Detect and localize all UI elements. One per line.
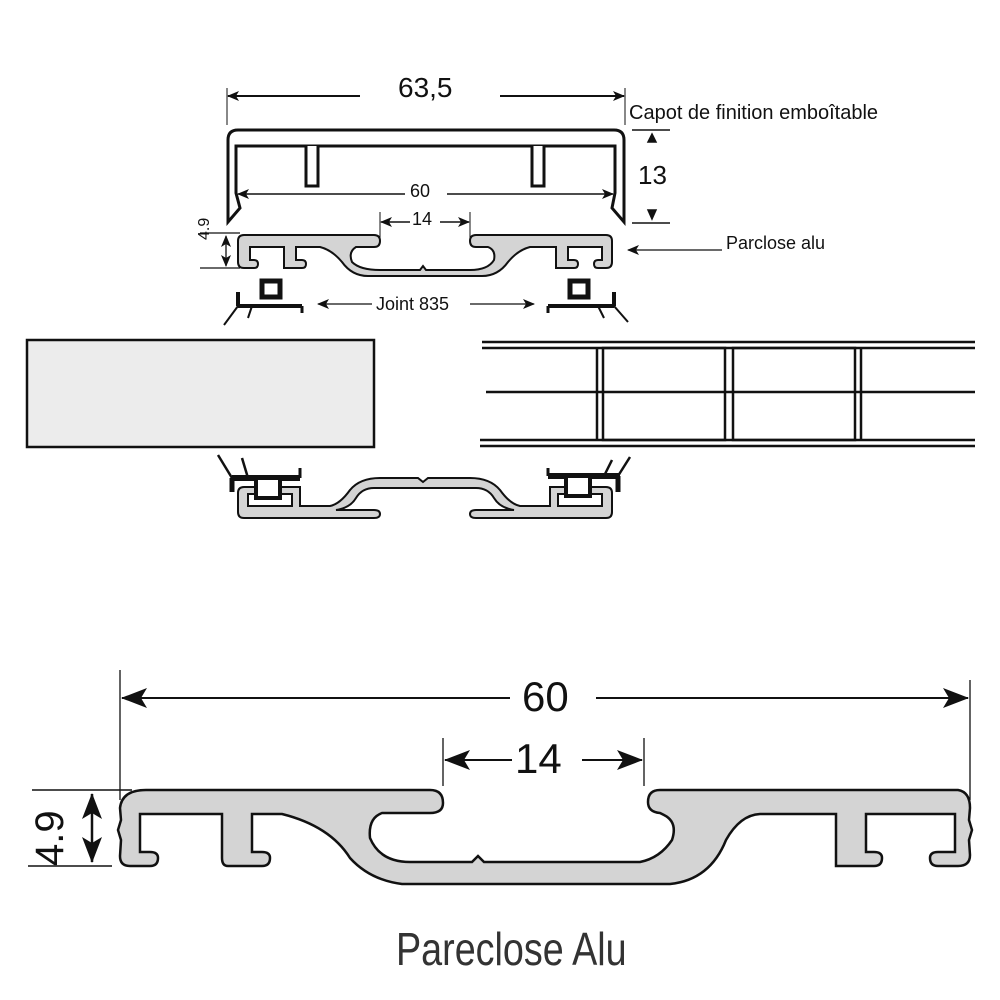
parclose-profile-top — [237, 234, 613, 277]
parclose-height-label-small: 4.9 — [196, 217, 213, 240]
cap-profile — [226, 128, 626, 227]
parclose-label: Parclose alu — [726, 233, 826, 253]
joint-top-left — [223, 278, 304, 326]
gap-width-label-small: 14 — [412, 209, 433, 229]
cap-height-label: 13 — [638, 160, 667, 190]
joint-mounted-right — [546, 456, 632, 498]
dim-13 — [632, 129, 670, 224]
joint-label: Joint 835 — [376, 294, 450, 314]
parclose-width-label-small: 60 — [410, 181, 431, 201]
dim-63-5 — [226, 88, 626, 125]
dim-14-small — [379, 212, 471, 238]
dim-4-9-small — [200, 232, 240, 269]
joint-top-right — [546, 278, 629, 323]
dim-60-large — [119, 670, 971, 800]
dim-4-9-large — [28, 789, 132, 867]
parclose-profile-large — [116, 788, 974, 886]
solid-panel — [25, 338, 376, 449]
joint-mounted-left — [216, 454, 302, 500]
height-label-large: 4.9 — [28, 810, 72, 866]
dim-14-large — [442, 738, 645, 786]
detail-title: Pareclose Alu — [396, 923, 627, 975]
cap-label: Capot de finition emboîtable — [629, 102, 879, 124]
width-label-large: 60 — [522, 673, 569, 720]
parclose-profile-mounted — [237, 477, 613, 519]
gap-width-label-large: 14 — [515, 735, 562, 782]
multiwall-panel — [480, 340, 975, 448]
cap-width-label: 63,5 — [398, 72, 453, 103]
